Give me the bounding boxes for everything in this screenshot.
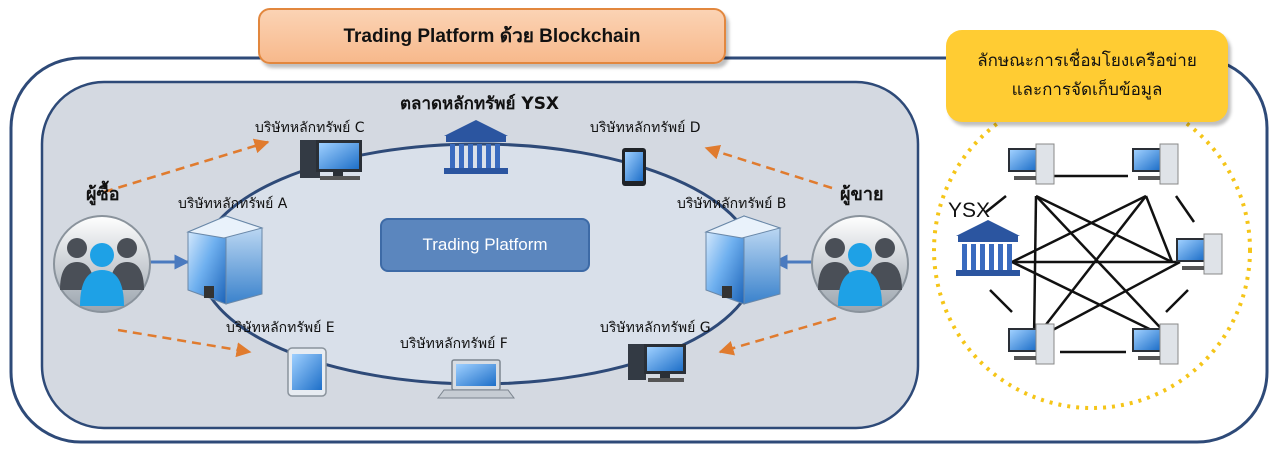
node-label-d: บริษัทหลักทรัพย์ D	[590, 120, 701, 136]
desktop-computer-icon	[628, 344, 686, 382]
network-circle	[932, 90, 1252, 410]
arrow-seller-to-d	[704, 144, 833, 190]
office-tower-icon	[704, 215, 782, 305]
buyer-label: ผู้ซื้อ	[86, 184, 120, 205]
desktop-computer-icon	[1132, 143, 1179, 185]
exchange-label: ตลาดหลักทรัพย์ YSX	[400, 94, 560, 114]
arrow-buyer-to-c	[103, 138, 270, 194]
desktop-computer-icon	[300, 140, 362, 180]
arrow-seller-to-g	[718, 316, 837, 356]
network-ysx-label: YSX	[948, 199, 991, 222]
desktop-computer-icon	[1008, 323, 1055, 365]
network-title-line1: ลักษณะการเชื่อมโยงเครือข่าย	[977, 51, 1197, 72]
node-label-e: บริษัทหลักทรัพย์ E	[226, 320, 335, 336]
node-label-c: บริษัทหลักทรัพย์ C	[255, 120, 365, 136]
diagram-title: Trading Platform ด้วย Blockchain	[258, 8, 726, 64]
people-group-icon	[53, 215, 151, 313]
desktop-computer-icon	[1008, 143, 1055, 185]
exchange-building-icon	[444, 120, 508, 174]
network-mesh	[985, 174, 1196, 354]
desktop-computer-icon	[1176, 233, 1223, 275]
network-description-box: ลักษณะการเชื่อมโยงเครือข่าย และการจัดเก็…	[946, 30, 1228, 122]
laptop-icon	[437, 359, 515, 399]
network-title-line2: และการจัดเก็บข้อมูล	[1011, 80, 1163, 100]
tablet-icon	[622, 148, 646, 186]
seller-label: ผู้ขาย	[840, 184, 884, 205]
arrow-buyer-to-e	[117, 328, 252, 358]
node-label-g: บริษัทหลักทรัพย์ G	[600, 320, 711, 336]
desktop-computer-icon	[1132, 323, 1179, 365]
people-group-icon	[811, 215, 909, 313]
exchange-building-icon	[956, 220, 1020, 276]
tablet-icon	[287, 347, 327, 397]
trading-platform-box: Trading Platform	[380, 218, 590, 272]
node-label-f: บริษัทหลักทรัพย์ F	[400, 336, 508, 352]
node-label-a: บริษัทหลักทรัพย์ A	[178, 196, 288, 212]
office-tower-icon	[186, 215, 264, 305]
node-label-b: บริษัทหลักทรัพย์ B	[677, 196, 787, 212]
